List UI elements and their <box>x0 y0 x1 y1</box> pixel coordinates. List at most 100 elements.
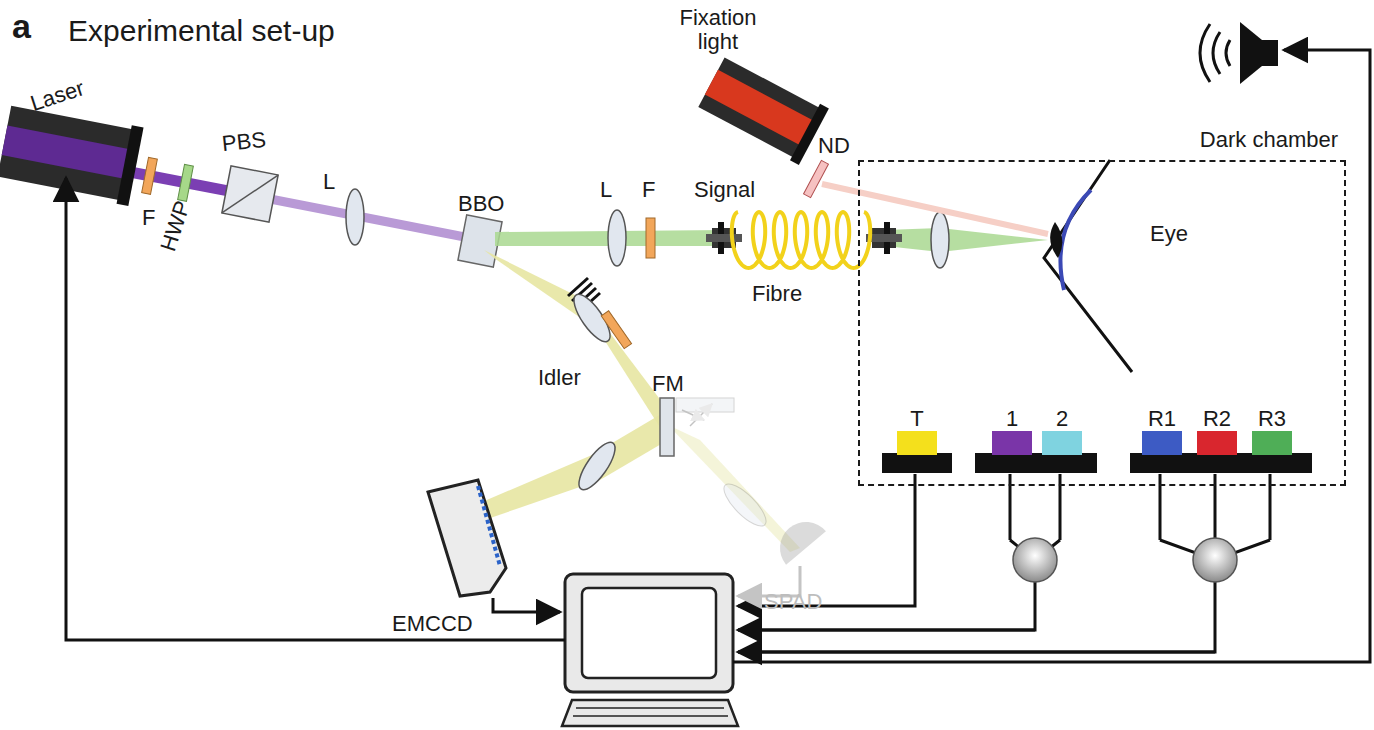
button-face <box>1042 431 1082 455</box>
part-name: L <box>323 170 335 194</box>
eye-figure <box>1050 222 1062 258</box>
part-name: PBS <box>221 128 267 157</box>
response-button: 2 <box>1042 407 1082 455</box>
fixation-light <box>822 184 1048 234</box>
part-name: Eye <box>1150 222 1188 246</box>
idler-optics <box>573 437 622 494</box>
speaker <box>1213 32 1220 74</box>
signal-optics <box>608 210 626 266</box>
speaker <box>1226 40 1230 66</box>
figure-title: Experimental set-up <box>68 14 335 47</box>
computer <box>573 715 728 717</box>
switch-junctions <box>1193 538 1237 582</box>
part-name: Laser <box>28 76 88 116</box>
emccd-camera <box>428 480 506 596</box>
part-name: EMCCD <box>392 612 473 636</box>
fixation-light <box>696 54 828 165</box>
control-wires <box>493 598 560 612</box>
signal-optics <box>931 212 949 268</box>
pump-optics <box>178 164 194 201</box>
computer <box>576 707 724 709</box>
signal-beam <box>495 228 1048 252</box>
control-wires <box>733 50 1370 662</box>
laser-body <box>117 125 144 206</box>
pump-beam <box>260 197 480 240</box>
panel-letter: a <box>12 8 31 45</box>
control-wires <box>66 50 1370 662</box>
part-name: Fixation light <box>662 6 774 54</box>
control-wires <box>738 474 1270 652</box>
flip-mirror-ghost <box>682 410 704 420</box>
computer <box>562 574 738 726</box>
flip-mirror-ghost <box>676 398 734 412</box>
computer <box>565 574 733 692</box>
response-button: T <box>897 407 937 455</box>
flip-mirror-ghost <box>718 478 772 532</box>
pump-optics <box>222 166 278 222</box>
speaker <box>1200 22 1278 84</box>
emccd-camera <box>478 486 500 566</box>
speaker <box>1262 40 1278 66</box>
chamber-heading: Dark chamber <box>1200 128 1338 152</box>
response-button: R3 <box>1252 407 1292 455</box>
part-name: Fibre <box>752 282 802 306</box>
switch-junctions <box>1010 538 1270 582</box>
fixation-light <box>804 160 829 197</box>
part-name: L <box>600 178 612 202</box>
emccd-camera <box>428 480 506 596</box>
signal-optics <box>608 210 949 268</box>
beam-dump <box>568 278 588 296</box>
button-face <box>897 431 937 455</box>
response-button: 1 <box>992 407 1032 455</box>
control-wires <box>738 474 1060 630</box>
pump-optics <box>222 166 278 222</box>
part-name: F <box>142 206 155 230</box>
beam-name: Idler <box>538 366 581 390</box>
laser-body <box>0 102 144 206</box>
spad-detector <box>769 511 826 564</box>
control-wires <box>738 651 1215 654</box>
fixation-light <box>705 70 815 146</box>
laser-body <box>2 125 131 178</box>
button-bases <box>882 453 1312 473</box>
fibre-coil <box>732 212 870 268</box>
button-label: R2 <box>1203 407 1231 431</box>
part-name: ND <box>818 134 850 158</box>
speaker <box>1240 22 1262 84</box>
fixation-light <box>696 54 1048 234</box>
button-label: 1 <box>1006 407 1018 431</box>
pump-optics <box>142 157 502 267</box>
button-label: T <box>910 407 923 431</box>
button-label: 2 <box>1056 407 1068 431</box>
button-label: R1 <box>1148 407 1176 431</box>
pump-optics <box>222 166 278 222</box>
control-wires <box>738 629 1035 632</box>
part-name: SPAD <box>764 590 822 614</box>
button-face <box>992 431 1032 455</box>
pump-optics <box>142 157 158 194</box>
button-face <box>1252 431 1292 455</box>
flip-mirror-ghost <box>676 398 772 532</box>
eye-figure <box>1044 160 1132 372</box>
dark-chamber: Dark chamberT12R1R2R3 <box>858 160 1346 486</box>
idler-beam <box>668 425 800 552</box>
idler-beam <box>468 250 800 552</box>
button-bases <box>1130 453 1312 473</box>
response-button: R2 <box>1197 407 1237 455</box>
response-button: R1 <box>1142 407 1182 455</box>
button-label: R3 <box>1258 407 1286 431</box>
switch-junctions <box>1013 538 1057 582</box>
beam-name: Signal <box>694 178 755 202</box>
control-wires <box>66 178 565 640</box>
eye-figure <box>1044 160 1132 372</box>
speaker <box>1200 24 1210 82</box>
button-bases <box>975 453 1097 473</box>
part-name: F <box>642 178 655 202</box>
computer <box>582 588 716 678</box>
computer <box>562 700 738 726</box>
button-face <box>1142 431 1182 455</box>
button-bases <box>882 453 952 473</box>
part-name: FM <box>652 372 684 396</box>
button-face <box>1197 431 1237 455</box>
